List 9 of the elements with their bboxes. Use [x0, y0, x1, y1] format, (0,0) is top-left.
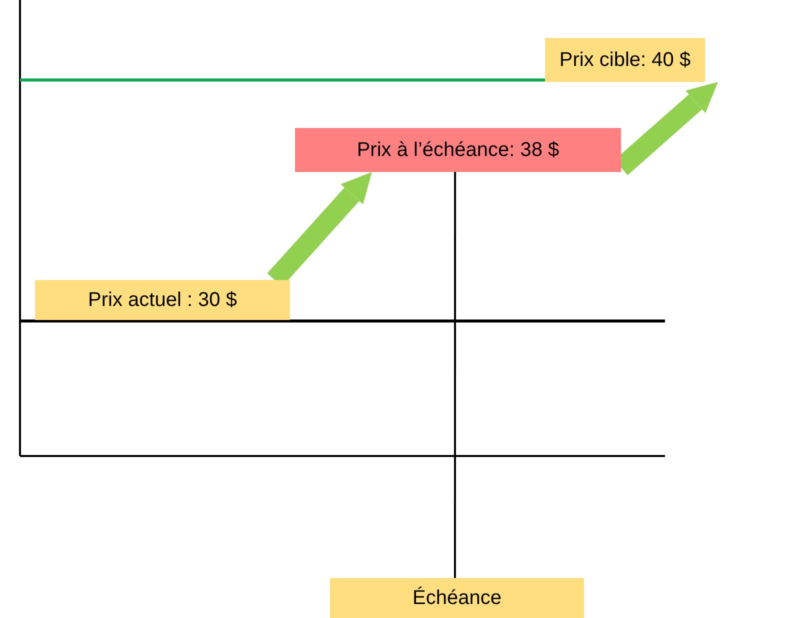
price-box [545, 38, 705, 82]
price-box [295, 128, 621, 172]
connector-line [454, 172, 456, 578]
price-label: Prix cible: 40 $ [559, 48, 691, 72]
price-label: Prix à l’échéance: 38 $ [356, 138, 560, 162]
price-box [330, 578, 584, 618]
price-label: Échéance [412, 586, 502, 610]
price-label: Prix actuel : 30 $ [88, 288, 237, 312]
price-box [35, 280, 290, 320]
